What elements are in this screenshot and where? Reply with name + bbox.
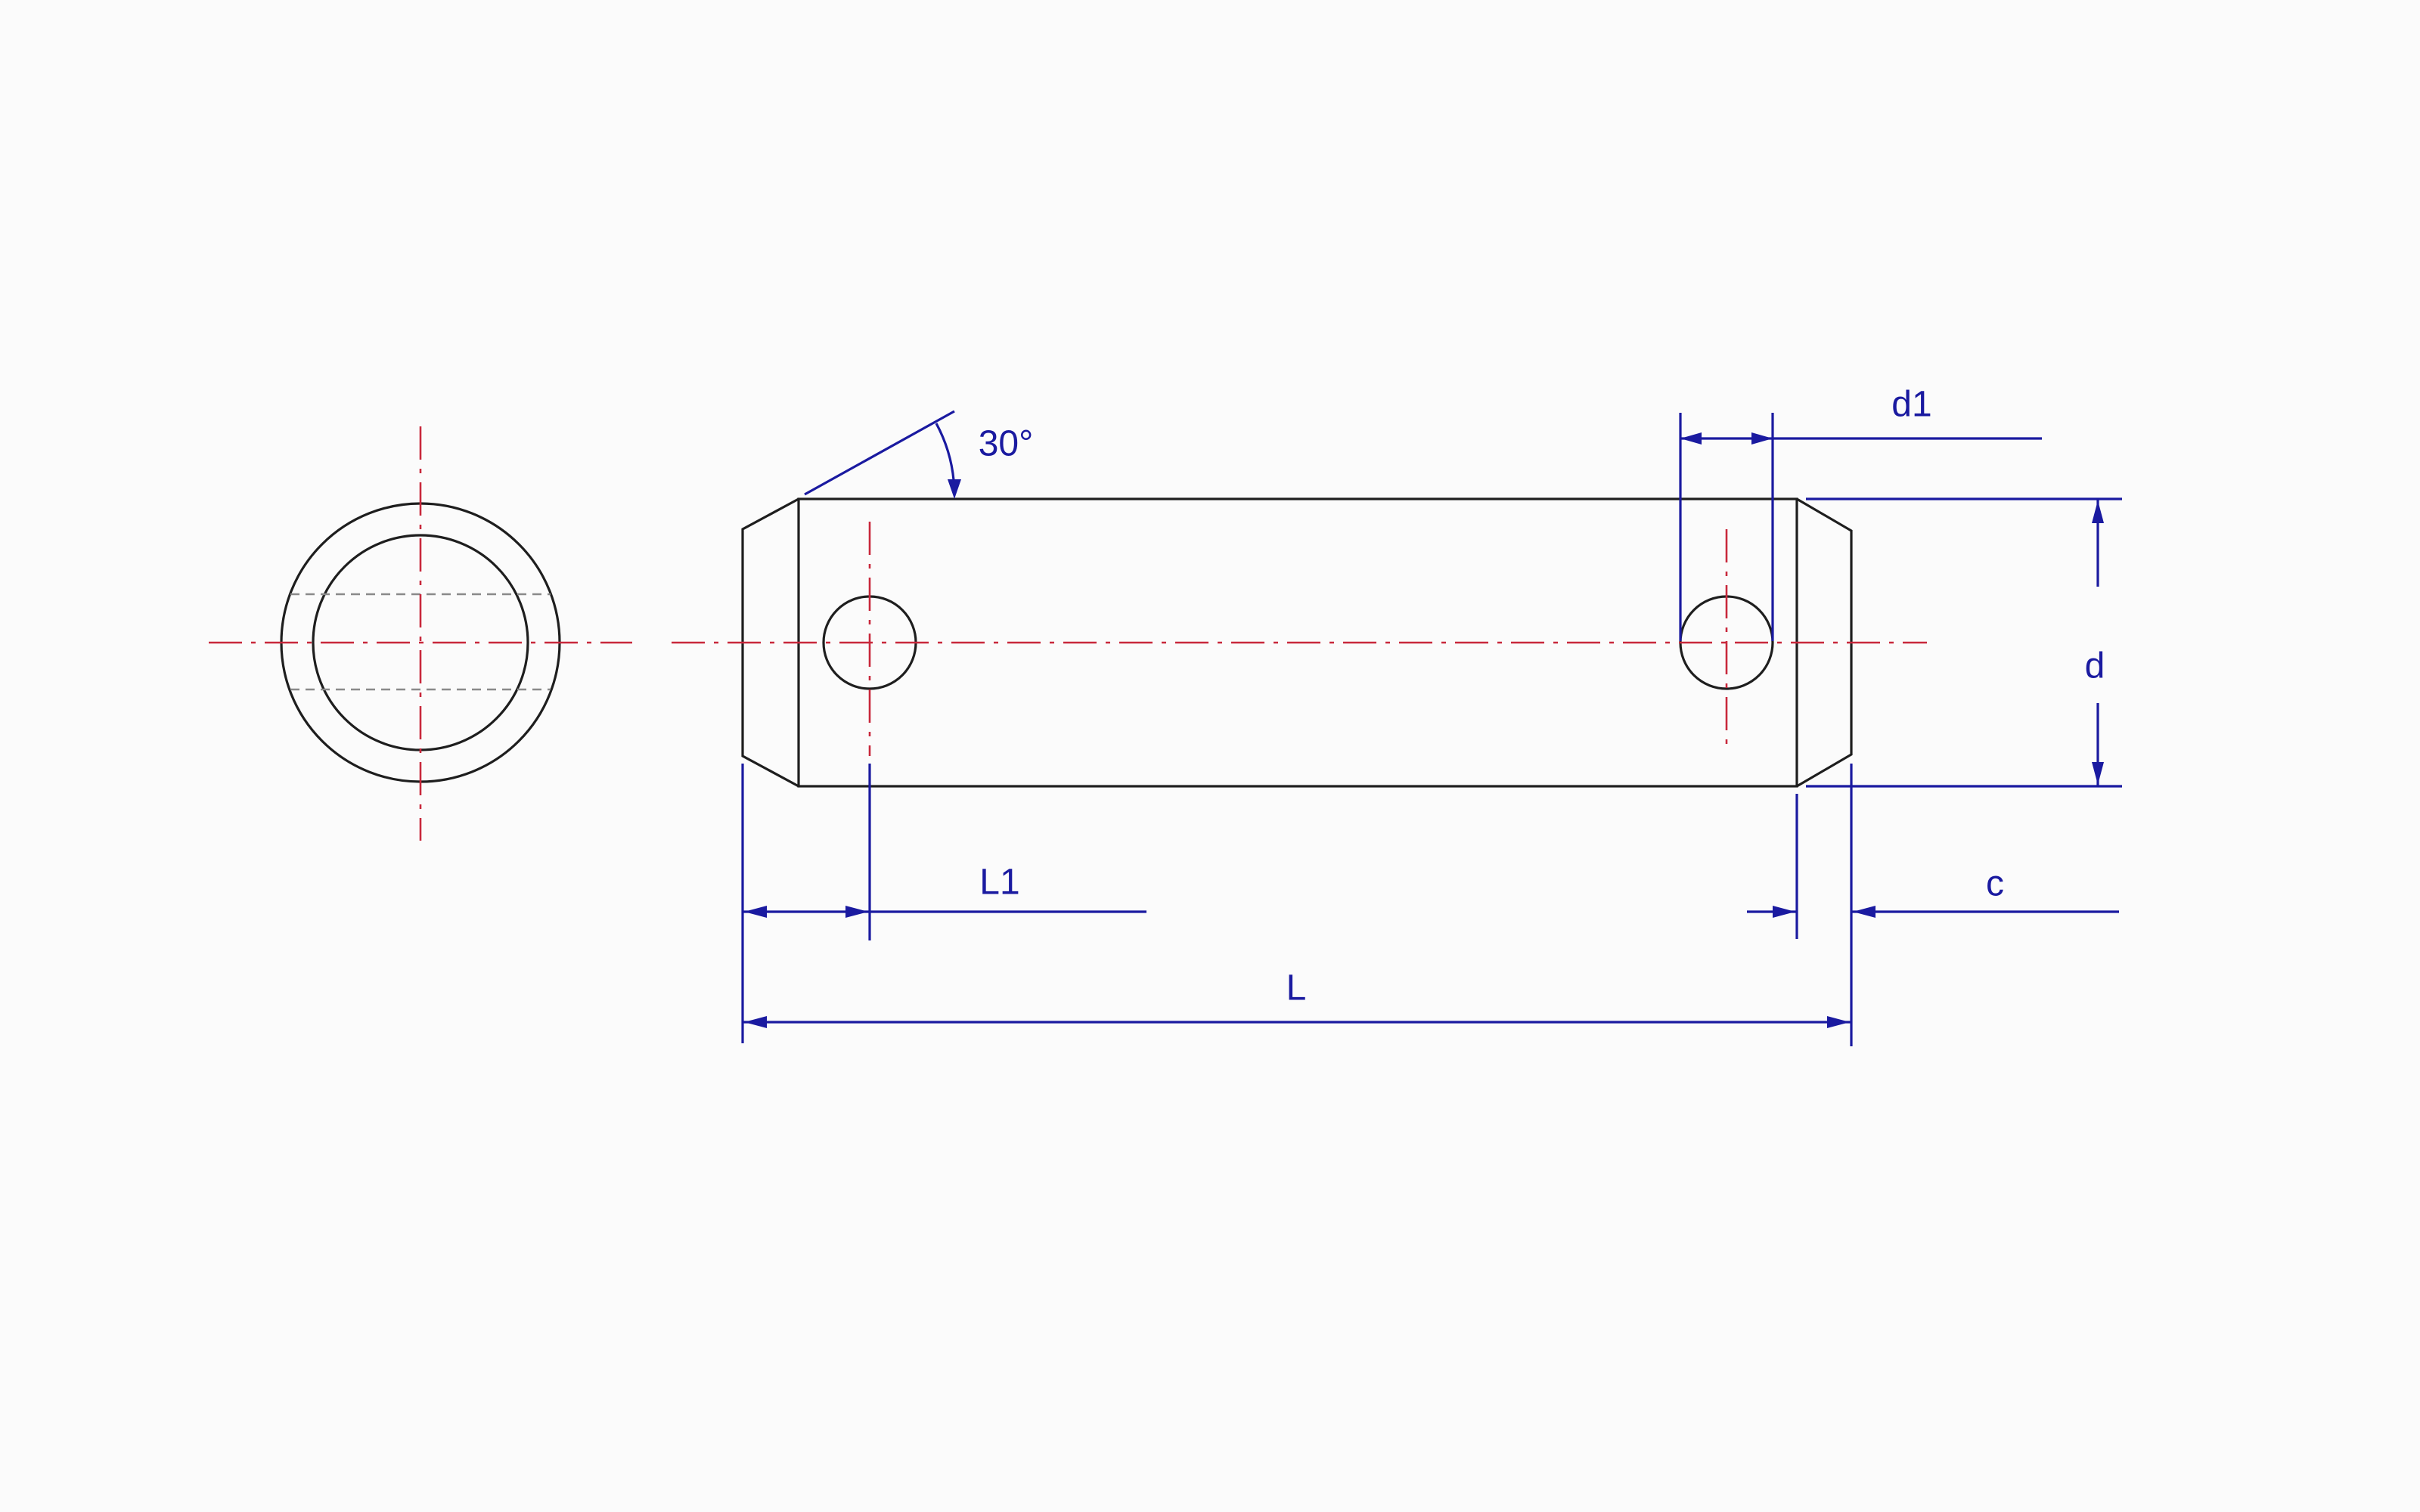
- L-arrow-left: [744, 1016, 767, 1028]
- dimensions: 30° d1 d L1: [741, 385, 2122, 1046]
- c-arrow-left: [1773, 906, 1795, 918]
- d-arrow-top: [2092, 500, 2104, 523]
- d1-dimension: d1: [1679, 385, 2042, 641]
- L-arrow-right: [1827, 1016, 1850, 1028]
- d1-label: d1: [1891, 385, 1931, 425]
- d1-arrow-left: [1680, 432, 1702, 445]
- angle-dimension: 30°: [804, 410, 1034, 499]
- c-label: c: [1986, 864, 2004, 904]
- c-dimension: c: [1747, 764, 2119, 1046]
- L-dimension: L: [743, 968, 1851, 1028]
- L1-dimension: L1: [741, 764, 1146, 1043]
- L1-arrow-right: [845, 906, 868, 918]
- L-label: L: [1286, 968, 1307, 1009]
- angle-label: 30°: [979, 424, 1034, 464]
- end-view: [209, 426, 632, 841]
- angle-arrowhead: [948, 479, 961, 499]
- angle-extension-line: [804, 410, 955, 496]
- d-dimension: d: [1806, 497, 2122, 788]
- c-arrow-right: [1853, 906, 1876, 918]
- d-label: d: [2085, 646, 2105, 686]
- L1-label: L1: [979, 863, 1019, 903]
- L1-arrow-left: [744, 906, 767, 918]
- d1-arrow-right: [1751, 432, 1773, 445]
- side-view: [672, 497, 1927, 788]
- d-arrow-bottom: [2092, 762, 2104, 785]
